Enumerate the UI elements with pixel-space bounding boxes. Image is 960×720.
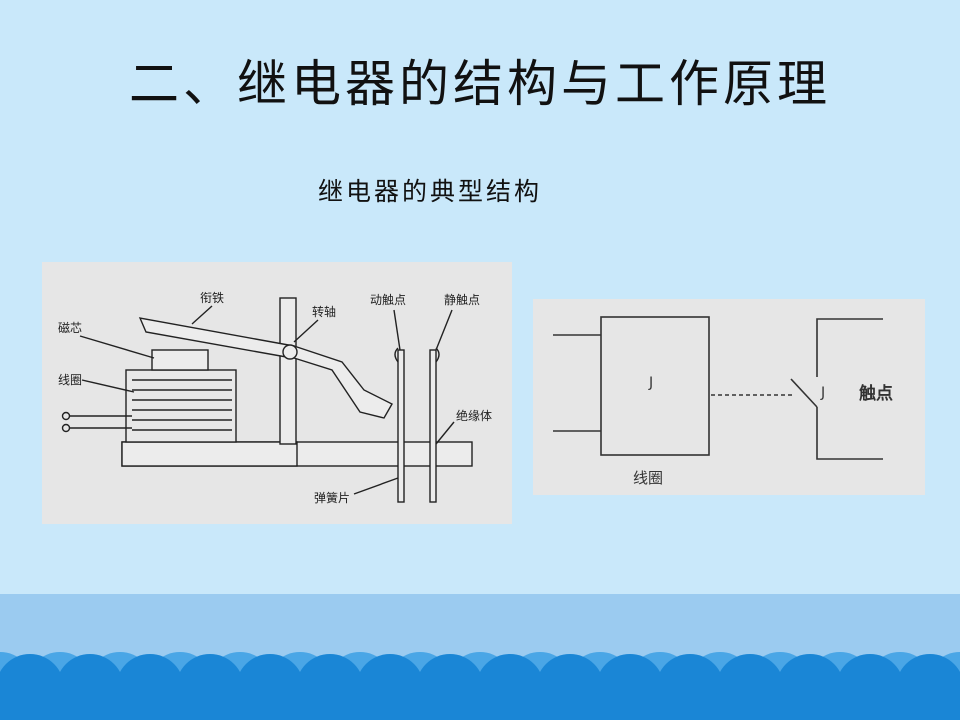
static-contact-spring: [429, 349, 437, 503]
relay-yoke: [121, 441, 298, 467]
wave-base: [0, 700, 960, 720]
label-moving-contact: 动触点: [370, 293, 406, 307]
relay-structure-diagram: 衔铁 转轴 动触点 静触点 磁芯 线圈 绝缘体 弹簧片: [42, 262, 512, 524]
switch-symbol-letter: J: [820, 385, 825, 401]
support-post: [279, 297, 297, 445]
contact-lower-lead: [816, 407, 883, 460]
magnetic-core: [151, 349, 209, 371]
moving-contact-spring: [397, 349, 405, 503]
slide-title: 二、继电器的结构与工作原理: [129, 55, 831, 113]
armature-lever: [293, 345, 393, 419]
switch-blade: [790, 378, 818, 408]
label-armature: 衔铁: [200, 291, 224, 305]
coil-label: 线圈: [633, 469, 663, 487]
label-static-contact: 静触点: [444, 293, 480, 307]
relay-symbol-diagram: J J 触点 线圈: [533, 299, 925, 495]
coil-box: [600, 316, 710, 456]
moving-contact-tip: [394, 347, 399, 363]
contact-upper-lead: [816, 318, 883, 377]
label-core: 磁芯: [58, 320, 82, 335]
terminal-dot-1: [61, 411, 71, 421]
contact-label: 触点: [858, 383, 893, 404]
terminal-dot-2: [61, 423, 71, 433]
label-pivot: 转轴: [312, 304, 336, 319]
label-insulator: 绝缘体: [456, 408, 492, 423]
structure-diagram-background: [42, 262, 512, 524]
wave-decoration: [0, 652, 960, 720]
label-spring-plate: 弹簧片: [314, 490, 350, 505]
slide-subtitle: 继电器的典型结构: [318, 177, 543, 206]
coil-body: [125, 369, 237, 443]
symbol-diagram-background: [533, 299, 925, 495]
pivot: [282, 344, 298, 360]
coil-symbol-letter: J: [648, 375, 653, 391]
label-coil: 线圈: [58, 373, 82, 387]
